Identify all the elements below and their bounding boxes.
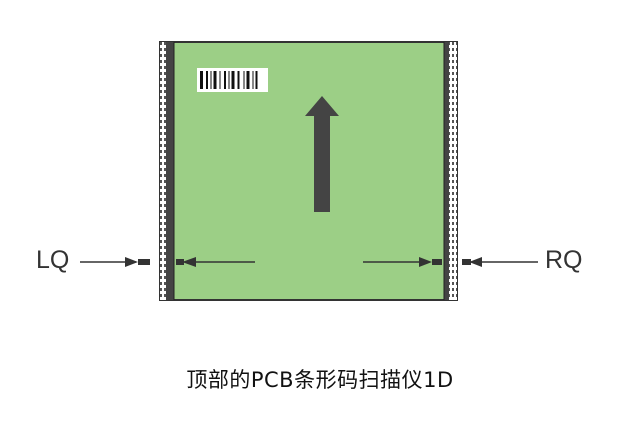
barcode-bar [237, 71, 240, 89]
direction-arrow-icon [305, 96, 339, 212]
barcode-bar [224, 71, 226, 89]
barcode-bar [213, 71, 217, 89]
left-measure-arrows [80, 257, 255, 267]
barcode-bar [219, 71, 221, 89]
right-label-rq: RQ [545, 246, 583, 274]
barcode-label [197, 68, 268, 92]
barcode-bar [252, 71, 254, 89]
barcode-bar [228, 71, 230, 89]
barcode-bars [200, 71, 258, 89]
barcode-bar [231, 71, 235, 89]
right-measure-arrows [363, 257, 538, 267]
barcode-bar [200, 71, 203, 89]
diagram-caption: 顶部的PCB条形码扫描仪1D [186, 368, 454, 392]
left-rail [160, 42, 175, 300]
barcode-bar [206, 71, 208, 89]
left-label-lq: LQ [36, 246, 70, 274]
barcode-bar [210, 71, 212, 89]
barcode-bar [243, 71, 245, 89]
right-rail [443, 42, 457, 300]
barcode-bar [255, 71, 258, 89]
barcode-bar [246, 71, 250, 89]
